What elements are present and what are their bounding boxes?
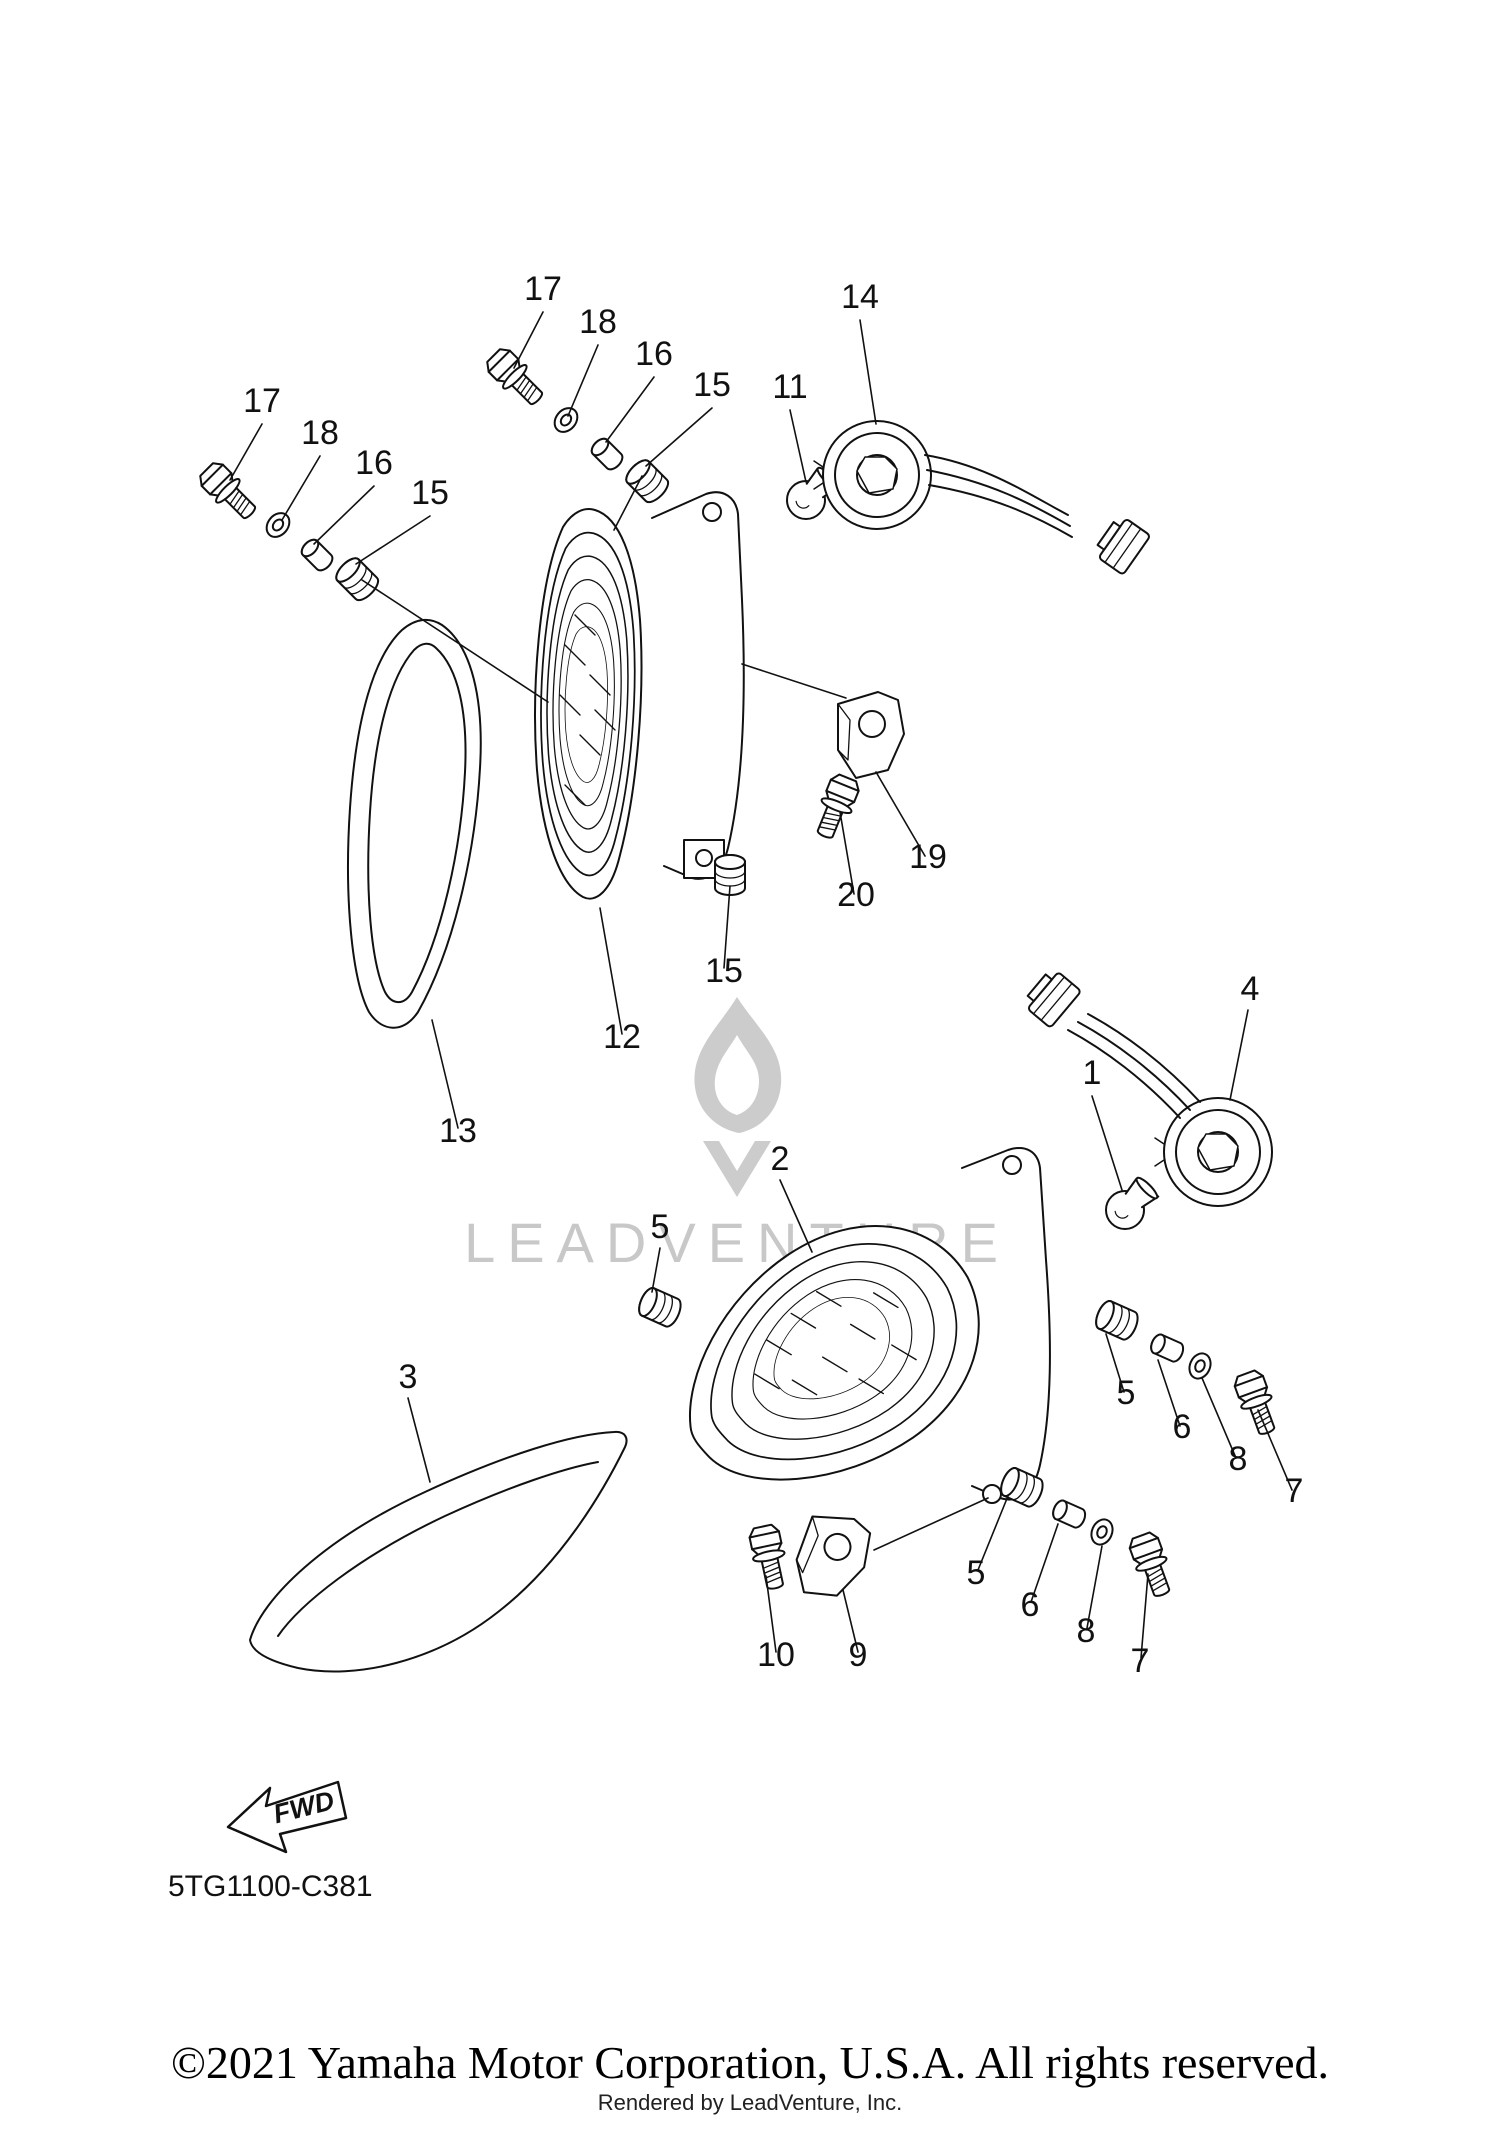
headlight-assembly-upper [194,343,1152,1029]
headlight-housing-upper [651,491,745,880]
flange-bolt-10 [745,1522,793,1593]
headlight-lens-unit-12 [534,508,643,900]
socket-wires-4 [1067,1013,1201,1119]
callout-17-left[interactable]: 17 [243,382,281,420]
headlight-cover-13-inner [367,642,467,1004]
callout-18-top[interactable]: 18 [579,303,617,341]
callout-12[interactable]: 12 [603,1018,641,1056]
callout-19[interactable]: 19 [909,838,947,876]
housing-mount-hole-bottom [982,1484,1002,1504]
callout-7-right[interactable]: 7 [1285,1472,1304,1510]
flange-bolt-17-top [481,343,551,413]
headlight-cover-13 [347,618,482,1029]
flange-bolt-7-right [1230,1367,1284,1440]
callout-5-right[interactable]: 5 [1117,1374,1136,1412]
lens-hatch-pattern [559,614,616,806]
callouts: 17 18 16 15 14 11 17 18 16 15 19 20 15 1… [243,270,1303,1680]
construction-lines [613,475,989,1551]
callout-15-top[interactable]: 15 [693,366,731,404]
bracket-19 [837,691,905,779]
connector-plug-14 [1090,512,1152,576]
callout-15-left[interactable]: 15 [411,474,449,512]
callout-13[interactable]: 13 [439,1112,477,1150]
callout-16-top[interactable]: 16 [635,335,673,373]
callout-9[interactable]: 9 [849,1636,868,1674]
callout-4[interactable]: 4 [1241,970,1260,1008]
washer-18-left [260,507,296,543]
connector-plug-4 [1020,965,1083,1029]
flange-bolt-17-left [194,457,264,527]
bulb-socket-14 [813,420,932,530]
callout-17-top[interactable]: 17 [524,270,562,308]
headlight-bulb-1 [1097,1170,1165,1238]
copyright-text: ©2021 Yamaha Motor Corporation, U.S.A. A… [170,2037,1330,2088]
fwd-direction-indicator: FWD [226,1780,348,1854]
headlight-assembly-lower [249,965,1284,1673]
callout-leader-lines [229,311,1293,1659]
callout-11[interactable]: 11 [772,368,807,406]
housing-mount-hole-bottom [695,849,713,867]
grommet-5-right [1091,1297,1143,1344]
flange-bolt-20 [808,770,864,844]
callout-5-bottom[interactable]: 5 [967,1554,986,1592]
diagram-code: 5TG1100-C381 [168,1870,373,1903]
leadventure-flame-icon [694,997,782,1197]
callout-18-left[interactable]: 18 [301,414,339,452]
washer-8-bottom [1086,1515,1118,1549]
collar-6-bottom [1049,1497,1089,1531]
leadventure-watermark: LEADVENTURE [464,997,998,1274]
headlight-lens-unit-2 [651,1201,1010,1505]
callout-20[interactable]: 20 [837,876,875,914]
flange-bolt-7-bottom [1125,1529,1179,1602]
headlight-cover-3 [249,1430,628,1673]
callout-2[interactable]: 2 [771,1140,790,1178]
callout-5-left[interactable]: 5 [651,1208,670,1246]
callout-15-lower[interactable]: 15 [705,952,743,990]
callout-14[interactable]: 14 [841,278,879,316]
callout-16-left[interactable]: 16 [355,444,393,482]
bulb-socket-4 [1154,1097,1273,1207]
rendered-by-text: Rendered by LeadVenture, Inc. [597,2090,903,2115]
headlight-cover-3-inner [277,1461,599,1637]
callout-6-bottom[interactable]: 6 [1021,1586,1040,1624]
grommet-15-left [331,553,383,605]
callout-6-right[interactable]: 6 [1173,1408,1192,1446]
lens-hatch-pattern [754,1290,917,1396]
fwd-arrow-icon [226,1780,348,1854]
callout-10[interactable]: 10 [757,1636,795,1674]
housing-mount-hole-top [1002,1155,1022,1175]
callout-1[interactable]: 1 [1083,1054,1102,1092]
callout-7-bottom[interactable]: 7 [1131,1642,1150,1680]
callout-8-right[interactable]: 8 [1229,1440,1248,1478]
grommet-5-left [634,1284,686,1331]
washer-18-top [548,402,584,438]
washer-8-right [1184,1349,1216,1383]
socket-wires-14 [924,454,1073,538]
callout-3[interactable]: 3 [399,1358,418,1396]
callout-8-bottom[interactable]: 8 [1077,1612,1096,1650]
housing-mount-hole-top [702,502,722,522]
bracket-9 [786,1504,880,1610]
collar-16-left [297,535,337,575]
collar-6-right [1147,1331,1187,1365]
